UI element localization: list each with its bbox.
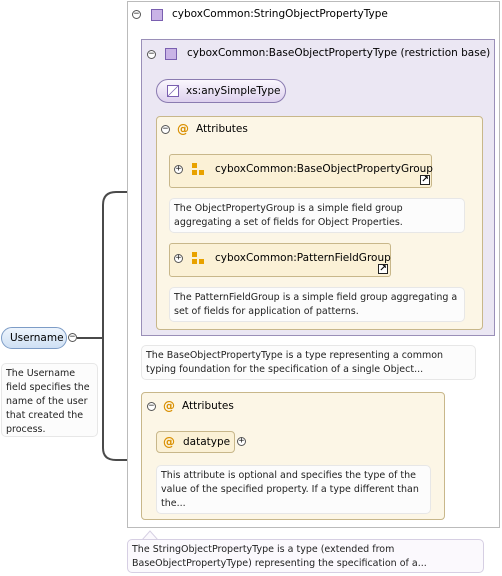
username-documentation: The Username field specifies the name of…	[1, 363, 98, 437]
any-simple-type-node[interactable]: xs:anySimpleType	[156, 79, 286, 103]
base-attributes-title: Attributes	[196, 123, 248, 135]
attributes-icon: @	[177, 122, 189, 136]
base-object-property-group-doc: The ObjectPropertyGroup is a simple fiel…	[169, 198, 465, 233]
username-label: Username	[10, 332, 64, 344]
base-attributes-collapse-toggle[interactable]: −	[161, 124, 170, 134]
simple-type-icon	[167, 85, 179, 97]
complex-type-icon	[151, 9, 163, 21]
external-link-icon[interactable]: ↗	[420, 175, 430, 185]
base-type-documentation: The BaseObjectPropertyType is a type rep…	[141, 345, 476, 380]
datatype-expand-toggle[interactable]: +	[237, 436, 246, 446]
pattern-field-group-label: cyboxCommon:PatternFieldGroup	[215, 252, 391, 264]
connector-to-string-attributes	[102, 338, 142, 461]
external-link-icon[interactable]: ↗	[378, 264, 388, 274]
string-type-title: cyboxCommon:StringObjectPropertyType	[172, 8, 388, 20]
string-attributes-title: Attributes	[182, 400, 234, 412]
attribute-icon: @	[163, 435, 175, 449]
attributes-icon: @	[163, 399, 175, 413]
attribute-group-icon	[192, 252, 205, 265]
connector-to-base-attributes	[77, 191, 142, 339]
username-collapse-toggle[interactable]: −	[68, 332, 77, 342]
string-attributes-collapse-toggle[interactable]: −	[147, 401, 156, 411]
base-type-collapse-toggle[interactable]: −	[147, 49, 156, 59]
string-type-collapse-toggle[interactable]: −	[132, 9, 141, 19]
username-element[interactable]: Username	[1, 327, 67, 349]
callout-pointer	[142, 530, 158, 540]
pattern-field-group-node[interactable]	[169, 243, 391, 277]
datatype-label: datatype	[183, 436, 231, 448]
group-expand-toggle[interactable]: +	[174, 164, 183, 174]
base-type-title: cyboxCommon:BaseObjectPropertyType (rest…	[187, 47, 491, 59]
datatype-documentation: This attribute is optional and specifies…	[156, 465, 431, 514]
string-type-documentation: The StringObjectPropertyType is a type (…	[127, 539, 484, 573]
datatype-attribute-node[interactable]: @ datatype	[156, 431, 235, 453]
attribute-group-icon	[192, 163, 205, 176]
any-simple-type-label: xs:anySimpleType	[186, 85, 281, 97]
group-expand-toggle[interactable]: +	[174, 253, 183, 263]
pattern-field-group-doc: The PatternFieldGroup is a simple field …	[169, 287, 465, 322]
base-object-property-group-node[interactable]	[169, 154, 432, 188]
complex-type-icon	[165, 48, 177, 60]
base-object-property-group-label: cyboxCommon:BaseObjectPropertyGroup	[215, 163, 433, 175]
